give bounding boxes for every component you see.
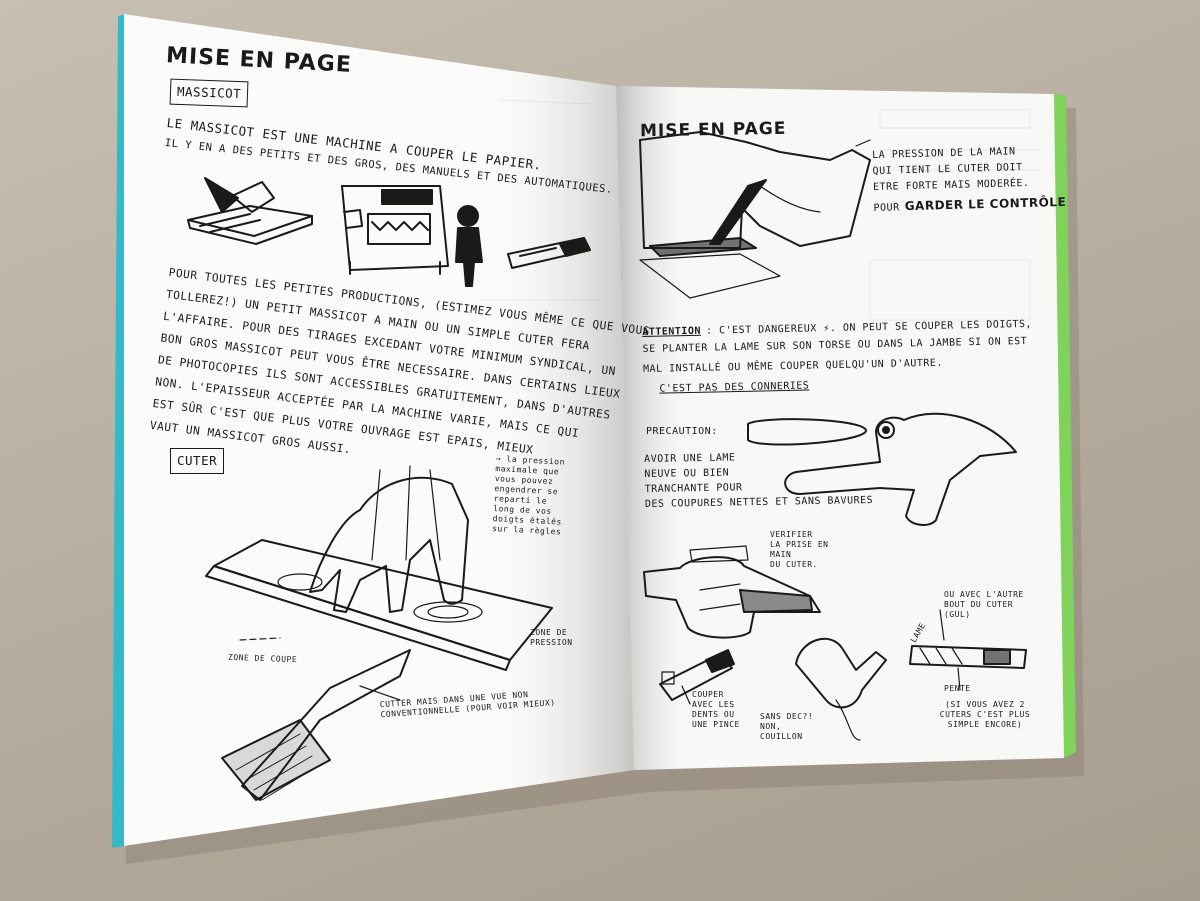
two-cutters-note: (SI VOUS AVEZ 2 CUTERS C'EST PLUS SIMPLE… xyxy=(939,700,1031,729)
verify-line: DU CUTER. xyxy=(770,560,818,569)
cutter-other-end-drawing xyxy=(909,609,1027,691)
pressure-text: LA PRESSION DE LA MAIN QUI TIENT LE CUTE… xyxy=(872,143,1066,214)
right-page-title: MISE EN PAGE xyxy=(639,118,787,142)
verify-line: LA PRISE EN xyxy=(770,540,829,549)
manual-guillotine-drawing xyxy=(187,177,313,245)
sans-dec-note: SANS DEC?! NON, COUILLON xyxy=(760,712,814,741)
cutter-knife-drawing xyxy=(507,237,591,269)
cutter-blade-snapping-drawing xyxy=(659,649,735,705)
cutter-close-view-drawing xyxy=(221,649,411,801)
precaution-block: AVOIR UNE LAME NEUVE OU BIEN TRANCHANTE … xyxy=(644,448,873,512)
verify-line: MAIN xyxy=(770,550,792,559)
pressure-note: → la pression maximale que vous pouvez e… xyxy=(492,454,566,537)
pente-label: PENTE xyxy=(944,684,971,693)
massicot-heading: MASSICOT xyxy=(169,78,249,108)
precaution-title: PRECAUTION: xyxy=(646,426,718,437)
hand-on-ruler-drawing xyxy=(205,465,553,671)
person-figure xyxy=(455,205,483,287)
verify-line: VERIFIER xyxy=(770,530,813,539)
verify-grip-note: VERIFIER LA PRISE EN MAIN DU CUTER. xyxy=(770,530,828,570)
other-end-note: OU AVEC L'AUTRE BOUT DU CUTER (GUL) xyxy=(944,590,1024,619)
cover-right-edge xyxy=(1054,94,1076,758)
hand-gripping-cutter-drawing xyxy=(643,545,821,639)
pointing-hand-drawing xyxy=(747,412,1017,526)
cut-tip-note: COUPER AVEC LES DENTS OU UNE PINCE xyxy=(692,690,740,729)
attention-block: ATTENTION : C'EST DANGEREUX ⚡. ON PEUT S… xyxy=(642,312,1033,400)
zone-pression-label: ZONE DE PRESSION xyxy=(530,628,573,647)
pressure-line: POUR xyxy=(873,202,900,214)
hand-holding-cutter-drawing xyxy=(639,131,871,299)
cuter-heading: CUTER xyxy=(170,448,225,474)
attention-label: ATTENTION xyxy=(642,325,702,338)
pliers-drawing xyxy=(795,637,887,741)
big-massicot-drawing xyxy=(341,185,449,275)
